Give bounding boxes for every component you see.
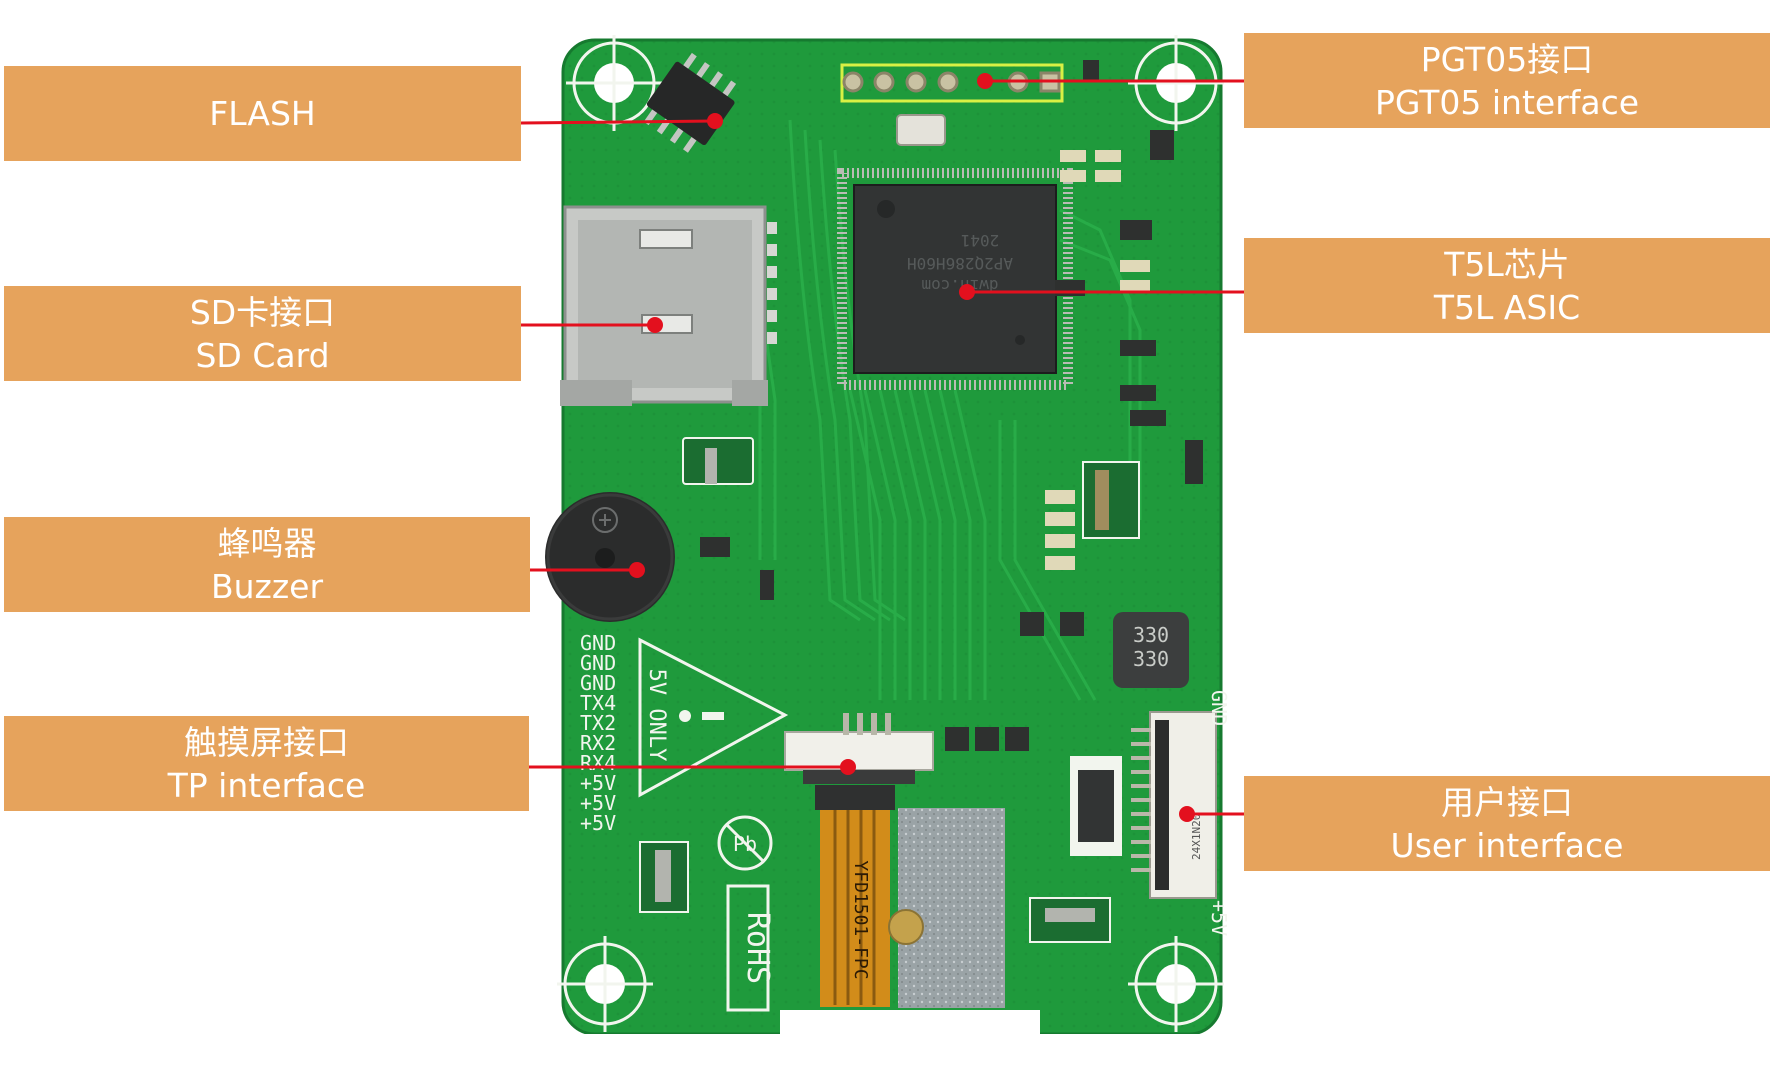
- callout-pgt05-line2: PGT05 interface: [1374, 82, 1640, 122]
- warning-text: 5V ONLY: [644, 669, 669, 762]
- leader-dot-user: [1179, 806, 1195, 822]
- callout-t5l-line2: T5L ASIC: [1433, 287, 1581, 327]
- inductor-marking-2: 330: [1133, 647, 1169, 671]
- user-fpc-connector: 24X1N20: [1131, 711, 1217, 899]
- fpc-cable: YFD1501-FPC: [815, 785, 895, 1007]
- pin-label-tx4: TX4: [580, 691, 616, 715]
- pb-label: Pb: [733, 832, 757, 856]
- callout-flash-line1: FLASH: [209, 94, 316, 133]
- pin-label-gnd-1: GND: [580, 631, 616, 655]
- warning-triangle: 5V ONLY: [638, 637, 789, 798]
- gnd-marking: GND: [1207, 690, 1231, 726]
- callout-touch-line1: 触摸屏接口: [184, 722, 349, 762]
- rohs-mark: Pb RoHS: [717, 815, 775, 1012]
- leader-dot-sd-card: [647, 317, 663, 333]
- tape-pad: [898, 808, 1005, 1008]
- pin-labels: GND GND GND TX4 TX2 RX2 RX4 +5V +5V +5V: [580, 631, 616, 835]
- callout-sd-card: SD卡接口 SD Card: [4, 286, 521, 381]
- callout-sd-card-line1: SD卡接口: [189, 292, 336, 332]
- leader-dot-t5l: [959, 284, 975, 300]
- callout-pgt05: PGT05接口 PGT05 interface: [1244, 33, 1770, 128]
- callout-buzzer-line1: 蜂鸣器: [217, 523, 317, 563]
- callout-t5l-line1: T5L芯片: [1444, 244, 1570, 284]
- touch-connector: [784, 713, 934, 784]
- callout-user-line2: User interface: [1390, 825, 1624, 865]
- pin-label-tx2: TX2: [580, 711, 616, 735]
- callout-touch-line2: TP interface: [167, 765, 366, 805]
- callout-touch: 触摸屏接口 TP interface: [4, 716, 529, 811]
- leader-dot-pgt05: [977, 73, 993, 89]
- sd-card-socket: [560, 205, 777, 406]
- pin-label-5v-2: +5V: [580, 791, 616, 815]
- leader-dot-flash: [707, 113, 723, 129]
- crystal: [896, 114, 946, 146]
- chip-marking-1: 2041: [961, 231, 1000, 250]
- callout-pgt05-line1: PGT05接口: [1420, 39, 1594, 79]
- leader-dot-touch: [840, 759, 856, 775]
- chip-marking-0: AP2Q286H60H: [907, 254, 1013, 273]
- chip-marking-2: dwin.com: [921, 276, 998, 295]
- callout-user-line1: 用户接口: [1441, 782, 1573, 822]
- callout-buzzer-line2: Buzzer: [210, 566, 324, 606]
- inductor-marking-1: 330: [1133, 623, 1169, 647]
- leader-dots: [629, 73, 1195, 822]
- leader-line-flash: [520, 119, 716, 125]
- callout-user: 用户接口 User interface: [1244, 776, 1770, 871]
- callout-flash: FLASH: [4, 66, 521, 161]
- rohs-label: RoHS: [740, 912, 775, 984]
- leader-dot-buzzer: [629, 562, 645, 578]
- pin-label-5v-1: +5V: [580, 771, 616, 795]
- callout-t5l: T5L芯片 T5L ASIC: [1244, 238, 1770, 333]
- fpc-label: YFD1501-FPC: [850, 860, 871, 979]
- pin-label-5v-3: +5V: [580, 811, 616, 835]
- small-components: 330 330: [639, 60, 1203, 943]
- pin-label-rx4: RX4: [580, 751, 616, 775]
- connector-marking: 24X1N20: [1190, 814, 1203, 860]
- bottom-cutout: [780, 1010, 1040, 1040]
- buzzer-component: [545, 492, 675, 622]
- callout-buzzer: 蜂鸣器 Buzzer: [4, 517, 530, 612]
- mounting-holes: [557, 35, 1224, 1032]
- leader-lines: [520, 79, 1244, 816]
- t5l-asic-chip: 2041 AP2Q286H60H dwin.com: [837, 168, 1073, 390]
- pin-label-gnd-2: GND: [580, 651, 616, 675]
- plus5v-marking: +5V: [1207, 900, 1231, 936]
- callout-sd-card-line2: SD Card: [195, 335, 330, 375]
- pin-label-gnd-3: GND: [580, 671, 616, 695]
- pin-label-rx2: RX2: [580, 731, 616, 755]
